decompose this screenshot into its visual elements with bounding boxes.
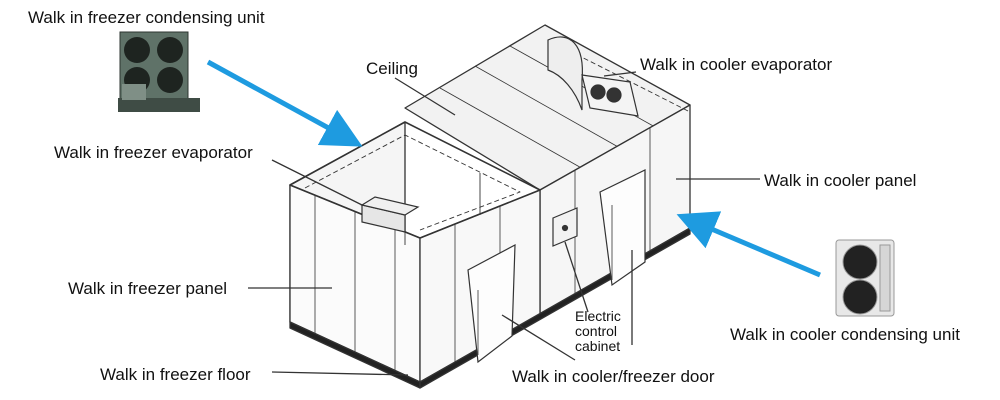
- label-cooler-evaporator: Walk in cooler evaporator: [640, 56, 832, 73]
- label-freezer-condensing-unit: Walk in freezer condensing unit: [28, 9, 265, 26]
- label-cooler-panel: Walk in cooler panel: [764, 172, 916, 189]
- freezer-condensing-unit: [118, 32, 200, 112]
- cooler-condensing-unit: [836, 240, 894, 316]
- label-freezer-evaporator: Walk in freezer evaporator: [54, 144, 253, 161]
- cabinet-label-line-3: cabinet: [575, 339, 621, 354]
- label-freezer-floor: Walk in freezer floor: [100, 366, 251, 383]
- label-electric-control-cabinet: Electric control cabinet: [575, 309, 621, 354]
- label-freezer-panel: Walk in freezer panel: [68, 280, 227, 297]
- label-ceiling: Ceiling: [366, 60, 418, 77]
- cooler-unit-arrow: [695, 222, 820, 275]
- cabinet-label-line-1: Electric: [575, 309, 621, 324]
- cabinet-label-line-2: control: [575, 324, 621, 339]
- label-door: Walk in cooler/freezer door: [512, 368, 715, 385]
- label-cooler-condensing-unit: Walk in cooler condensing unit: [730, 326, 960, 343]
- freezer-unit-arrow: [208, 62, 345, 137]
